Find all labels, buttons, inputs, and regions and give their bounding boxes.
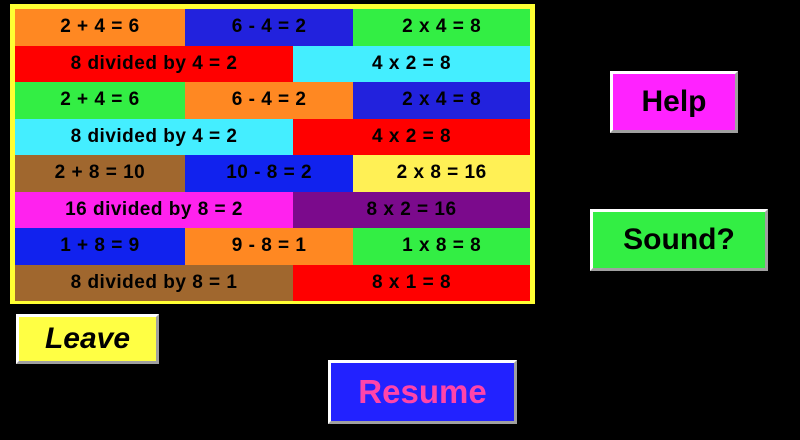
fact-cell: 8 x 1 = 8: [293, 264, 530, 301]
fact-cell: 2 + 4 = 6: [15, 9, 185, 46]
fact-cell: 6 - 4 = 2: [184, 9, 354, 46]
fact-cell: 4 x 2 = 8: [293, 118, 530, 155]
sound-button-label: Sound?: [623, 223, 735, 256]
fact-cell: 10 - 8 = 2: [184, 155, 354, 192]
fact-cell: 2 + 4 = 6: [15, 82, 185, 119]
fact-cell: 16 divided by 8 = 2: [15, 191, 294, 228]
fact-cell: 8 divided by 4 = 2: [15, 118, 294, 155]
fact-cell: 8 divided by 4 = 2: [15, 45, 294, 82]
fact-cell: 9 - 8 = 1: [184, 228, 354, 265]
fact-cell: 8 x 2 = 16: [293, 191, 530, 228]
sound-toggle-button[interactable]: Sound?: [590, 209, 768, 271]
fact-cell: 2 + 8 = 10: [15, 155, 185, 192]
fact-cell: 8 divided by 8 = 1: [15, 264, 294, 301]
fact-cell: 2 x 8 = 16: [353, 155, 530, 192]
resume-button-label: Resume: [358, 373, 487, 410]
fact-cell: 1 + 8 = 9: [15, 228, 185, 265]
fact-cell: 4 x 2 = 8: [293, 45, 530, 82]
fact-cell: 2 x 4 = 8: [353, 9, 530, 46]
resume-button[interactable]: Resume: [328, 360, 517, 424]
fact-cell: 6 - 4 = 2: [184, 82, 354, 119]
leave-button[interactable]: Leave: [16, 314, 159, 364]
leave-button-label: Leave: [44, 322, 131, 355]
help-button[interactable]: Help: [610, 71, 738, 133]
fact-cell: 1 x 8 = 8: [353, 228, 530, 265]
help-button-label: Help: [641, 85, 707, 118]
fact-cell: 2 x 4 = 8: [353, 82, 530, 119]
